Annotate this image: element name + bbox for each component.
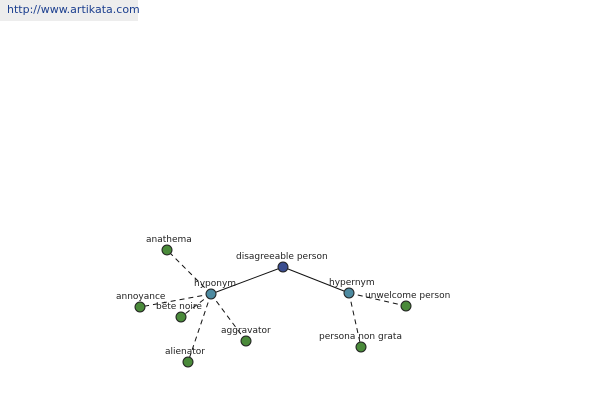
edge-root-hypernym [282,266,350,294]
node-persona-non-grata[interactable] [355,341,367,353]
label-persona-non-grata[interactable]: persona non grata [319,332,402,342]
label-alienator[interactable]: alienator [165,347,205,357]
edge-hyponym-aggravator [210,293,247,342]
label-annoyance[interactable]: annoyance [116,292,166,302]
node-bete-noire[interactable] [175,311,187,323]
label-aggravator[interactable]: aggravator [221,326,271,336]
graph-labels: disagreeable person hyponym hypernym ana… [116,235,450,357]
node-anathema[interactable] [161,244,173,256]
node-annoyance[interactable] [134,301,146,313]
node-unwelcome-person[interactable] [400,300,412,312]
edge-hypernym-unwelcome-person [348,292,407,307]
edge-hyponym-annoyance [139,293,212,308]
label-unwelcome-person[interactable]: unwelcome person [365,291,450,301]
edge-hypernym-persona-non-grata [348,292,362,348]
label-hypernym[interactable]: hypernym [329,278,375,288]
label-bete-noire[interactable]: bête noire [156,301,202,312]
node-disagreeable-person[interactable] [277,261,289,273]
node-hyponym[interactable] [205,288,217,300]
node-hypernym[interactable] [343,287,355,299]
source-url-text: http://www.artikata.com [7,3,140,16]
graph-nodes [134,244,412,368]
node-aggravator[interactable] [240,335,252,347]
label-anathema[interactable]: anathema [146,235,192,245]
graph-edges [139,249,407,363]
label-hyponym[interactable]: hyponym [194,279,236,289]
source-url-watermark[interactable]: http://www.artikata.com [0,0,140,21]
edge-root-hyponym [210,266,284,295]
edge-hyponym-alienator [187,293,212,363]
edge-hyponym-bete-noire [180,293,212,318]
label-disagreeable-person[interactable]: disagreeable person [236,252,328,262]
node-alienator[interactable] [182,356,194,368]
edge-hyponym-anathema [166,249,212,295]
